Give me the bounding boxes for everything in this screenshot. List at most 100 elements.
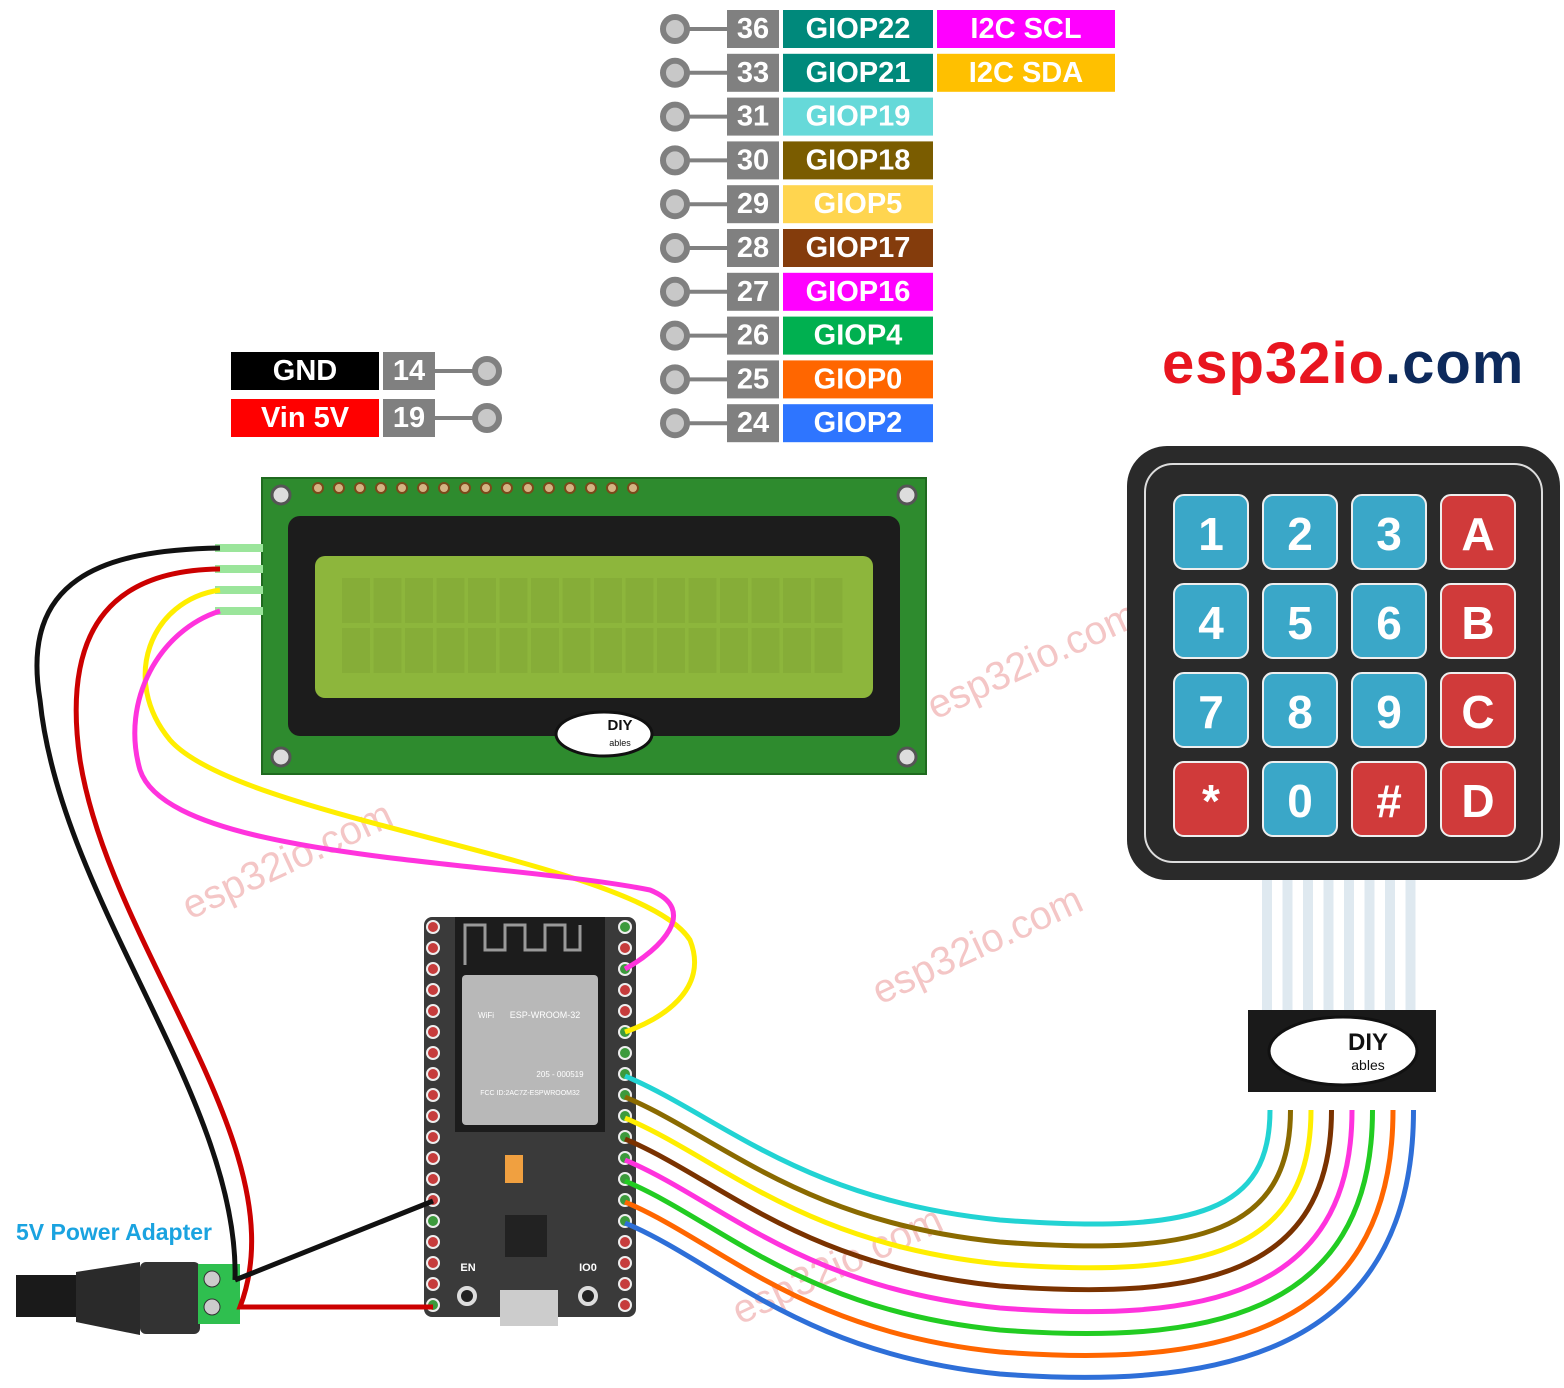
pin-number-box [727, 360, 779, 399]
key-cap [1262, 494, 1338, 570]
keypad-key[interactable]: 8 [1262, 672, 1338, 748]
antenna-trace [463, 923, 582, 965]
power-name: Vin 5V [261, 402, 350, 434]
pin-name: GIOP16 [806, 276, 911, 308]
esp32-left-pin [426, 1172, 440, 1186]
lcd-char-cell [373, 628, 402, 673]
lcd-header-pin [522, 482, 534, 494]
module-name: ESP-WROOM-32 [510, 1010, 581, 1020]
adapter-housing [140, 1262, 200, 1334]
terminal-negative [203, 1270, 221, 1288]
key-cap [1173, 494, 1249, 570]
keypad-ribbon-strip [1364, 880, 1375, 1010]
key-label: 2 [1287, 508, 1313, 560]
pin-function-box [937, 53, 1115, 92]
pin-name-box [783, 97, 933, 136]
pin-name-box [783, 360, 933, 399]
brand-part1: esp32io [1162, 331, 1385, 396]
keypad-wire [624, 1073, 1273, 1227]
keypad-key[interactable]: 4 [1173, 583, 1249, 659]
lcd-header-pin [585, 482, 597, 494]
pin-number: 36 [737, 13, 769, 45]
pin-dot [660, 320, 690, 351]
brand-logo: esp32io.com [1162, 330, 1524, 397]
key-label: 6 [1376, 597, 1402, 649]
pin-name-box [783, 229, 933, 267]
lcd-screen [315, 556, 873, 698]
lcd-header-pin [417, 482, 429, 494]
key-cap [1440, 761, 1516, 837]
keypad-key[interactable]: # [1351, 761, 1427, 837]
pin-dot [472, 403, 502, 433]
pin-function: I2C SCL [970, 13, 1081, 45]
lcd-char-cell [468, 628, 496, 673]
esp32-left-pin [426, 920, 440, 934]
keypad-key[interactable]: D [1440, 761, 1516, 837]
keypad-key[interactable]: A [1440, 494, 1516, 570]
lcd-char-cell [720, 578, 748, 623]
key-cap [1173, 583, 1249, 659]
lcd-wire [73, 566, 433, 1310]
en-button[interactable] [457, 1286, 477, 1306]
esp32-left-pin [426, 1088, 440, 1102]
micro-usb-port[interactable] [500, 1290, 558, 1326]
keypad-key[interactable]: 1 [1173, 494, 1249, 570]
pin-number: 30 [737, 144, 769, 176]
pin-name: GIOP0 [814, 363, 903, 395]
pin-name: GIOP19 [806, 101, 911, 133]
keypad-key[interactable]: 9 [1351, 672, 1427, 748]
key-label: * [1202, 775, 1220, 827]
keypad-ribbon-strip [1405, 880, 1416, 1010]
key-label: 4 [1198, 597, 1224, 649]
lcd-char-cell [594, 628, 622, 673]
key-cap [1440, 583, 1516, 659]
keypad-key[interactable]: 0 [1262, 761, 1338, 837]
esp32-left-pin [426, 1151, 440, 1165]
io0-button[interactable] [578, 1286, 598, 1306]
pin-number-box [727, 272, 779, 311]
keypad-key[interactable]: B [1440, 583, 1516, 659]
keypad-wire [624, 1109, 1314, 1271]
pin-number-box [727, 229, 779, 267]
watermark: esp32io.com [865, 877, 1089, 1013]
esp32-right-pin [618, 1298, 632, 1312]
key-label: 0 [1287, 775, 1313, 827]
lcd-char-cell [436, 578, 465, 623]
pin-function: I2C SDA [969, 57, 1083, 89]
keypad-key[interactable]: 2 [1262, 494, 1338, 570]
esp32-left-pin [426, 1256, 440, 1270]
diyables-logo [554, 710, 654, 758]
lcd-wire [132, 608, 676, 972]
keypad-key[interactable]: 7 [1173, 672, 1249, 748]
keypad-key[interactable]: 3 [1351, 494, 1427, 570]
key-cap [1440, 672, 1516, 748]
lcd-char-cell [625, 578, 654, 623]
pin-number: 29 [737, 188, 769, 220]
mount-hole [270, 484, 292, 506]
lcd-i2c-pin [215, 544, 263, 552]
mount-hole [896, 746, 918, 768]
keypad-key[interactable]: 5 [1262, 583, 1338, 659]
keypad-key[interactable]: * [1173, 761, 1249, 837]
keypad-key[interactable]: 6 [1351, 583, 1427, 659]
lcd-i2c-pin [215, 607, 263, 615]
power-name: GND [273, 355, 337, 387]
pin-number-box [727, 316, 779, 355]
esp32-left-pin [426, 1004, 440, 1018]
esp32-right-pin [618, 920, 632, 934]
key-cap [1173, 761, 1249, 837]
pin-name-box [783, 316, 933, 355]
cert-number: 205 - 000519 [536, 1070, 584, 1079]
lcd-char-cell [342, 628, 370, 673]
wroom-module [462, 975, 598, 1125]
esp32-left-pin [426, 1046, 440, 1060]
lcd-char-cell [814, 578, 843, 623]
esp32-left-pin [426, 1025, 440, 1039]
esp32-right-pin [618, 1046, 632, 1060]
keypad-key[interactable]: C [1440, 672, 1516, 748]
keypad-wire [624, 1109, 1416, 1380]
lcd-char-cell [751, 578, 780, 623]
